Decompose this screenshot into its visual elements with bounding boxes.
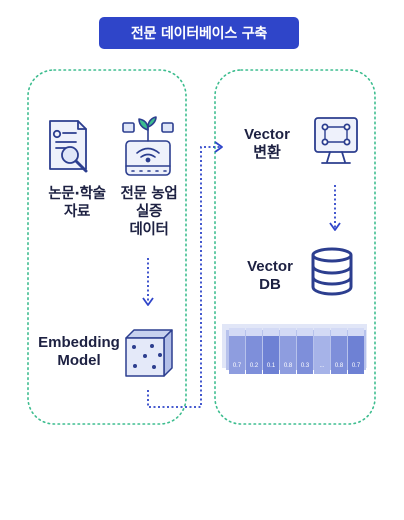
vector-strip-cell bbox=[229, 336, 245, 374]
smart-farm-icon bbox=[122, 116, 174, 176]
vector-strip-value: ... bbox=[319, 363, 324, 369]
embedding-model-label: Embedding Model bbox=[38, 334, 120, 369]
diagram-title: 전문 데이터베이스 구축 bbox=[99, 17, 299, 49]
vector-strip-cell bbox=[348, 336, 364, 374]
vector-strip-value: 0.2 bbox=[250, 363, 259, 369]
vector-strip-cell bbox=[297, 336, 313, 374]
vector-strip-cell-top bbox=[280, 328, 296, 336]
vector-strip-value: 0.7 bbox=[352, 363, 361, 369]
vector-strip-cell-top bbox=[263, 328, 279, 336]
vector-strip-cell bbox=[280, 336, 296, 374]
source-panel bbox=[27, 69, 187, 425]
vector-strip-cell bbox=[246, 336, 262, 374]
vector-panel bbox=[214, 69, 376, 425]
vector-strip-cell-top bbox=[297, 328, 313, 336]
vector-strip-cell bbox=[263, 336, 279, 374]
vector-strip-value: 0.8 bbox=[284, 363, 293, 369]
vector-strip-cell-top bbox=[348, 328, 364, 336]
vector-strip-value: 0.8 bbox=[335, 363, 344, 369]
farm-data-label: 전문 농업 실증 데이터 bbox=[120, 186, 178, 238]
vector-db-label: Vector DB bbox=[247, 258, 293, 293]
embedding-cube-icon bbox=[125, 329, 173, 377]
vector-strip-cell bbox=[331, 336, 347, 374]
database-icon bbox=[311, 247, 353, 296]
vector-strip-cells: 0.7 0.2 0.1 0.8 0.3... 0.8 0.7 bbox=[229, 328, 364, 374]
vector-strip-cell bbox=[314, 336, 330, 374]
vector-strip-cell-top bbox=[314, 328, 330, 336]
vector-strips: 0.7 0.2 0.1 0.8 0.3... 0.8 0.7 bbox=[222, 324, 367, 374]
document-search-icon bbox=[49, 120, 88, 173]
vector-transform-label: Vector 변환 bbox=[244, 126, 290, 161]
vector-strip-value: 0.1 bbox=[267, 363, 276, 369]
vector-strip-cell-top bbox=[331, 328, 347, 336]
vector-strip-cell-top bbox=[229, 328, 245, 336]
vector-strip-cell-top bbox=[246, 328, 262, 336]
papers-label: 논문·학술 자료 bbox=[48, 186, 106, 220]
vector-transform-monitor-icon bbox=[314, 117, 358, 164]
vector-strip-value: 0.3 bbox=[301, 363, 310, 369]
vector-strip-value: 0.7 bbox=[233, 363, 242, 369]
